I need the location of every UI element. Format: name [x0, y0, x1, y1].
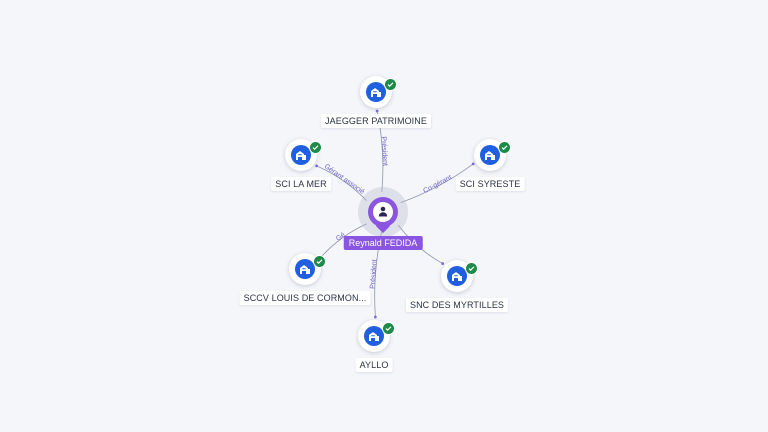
verified-check-icon: [384, 78, 397, 91]
relation-arrow-scilamer: [315, 164, 319, 168]
person-node[interactable]: Reynald FEDIDA: [343, 187, 423, 250]
company-node-ayllo[interactable]: AYLLO: [355, 320, 395, 372]
verified-check-icon: [382, 322, 395, 335]
person-name-label[interactable]: Reynald FEDIDA: [343, 236, 423, 250]
relation-arrow-jaegger: [375, 109, 379, 113]
relation-label-sccv: Gé: [335, 232, 347, 243]
company-node-sci-syreste[interactable]: SCI SYRESTE: [455, 139, 525, 191]
person-pin[interactable]: [368, 197, 398, 234]
building-icon: [291, 145, 311, 165]
relation-label-sycreste: Co-gérant: [422, 174, 453, 195]
relation-arrow-ayllo: [373, 315, 377, 319]
building-icon: [366, 82, 386, 102]
relation-edge-sycreste: [400, 163, 474, 203]
relation-label-jaegger: Président: [380, 136, 389, 166]
company-label[interactable]: SCI LA MER: [271, 177, 331, 191]
company-node-jaegger-patrimoine[interactable]: JAEGGER PATRIMOINE: [321, 76, 431, 128]
building-icon: [364, 326, 384, 346]
building-icon: [447, 266, 467, 286]
company-label[interactable]: JAEGGER PATRIMOINE: [321, 114, 431, 128]
company-label[interactable]: AYLLO: [355, 358, 393, 372]
relation-edge-sccv: [320, 223, 368, 259]
verified-check-icon: [465, 262, 478, 275]
relation-edge-scilamer: [316, 165, 367, 201]
relation-arrow-sycreste: [471, 162, 475, 166]
company-label[interactable]: SCI SYRESTE: [455, 177, 525, 191]
company-node-snc-des-myrtilles[interactable]: SNC DES MYRTILLES: [405, 260, 509, 312]
verified-check-icon: [498, 141, 511, 154]
company-node-sci-la-mer[interactable]: SCI LA MER: [271, 139, 331, 191]
relation-arrow-snc: [441, 262, 445, 265]
relation-label-ayllo: Président: [369, 259, 378, 289]
building-icon: [480, 145, 500, 165]
company-label[interactable]: SNC DES MYRTILLES: [405, 298, 509, 312]
company-node-sccv-louis-de-cormon[interactable]: SCCV LOUIS DE CORMON...: [239, 253, 371, 305]
verified-check-icon: [309, 141, 322, 154]
verified-check-icon: [313, 255, 326, 268]
company-label[interactable]: SCCV LOUIS DE CORMON...: [239, 291, 371, 305]
company-bubble[interactable]: [358, 320, 390, 352]
building-icon: [295, 259, 315, 279]
user-icon: [373, 202, 393, 222]
